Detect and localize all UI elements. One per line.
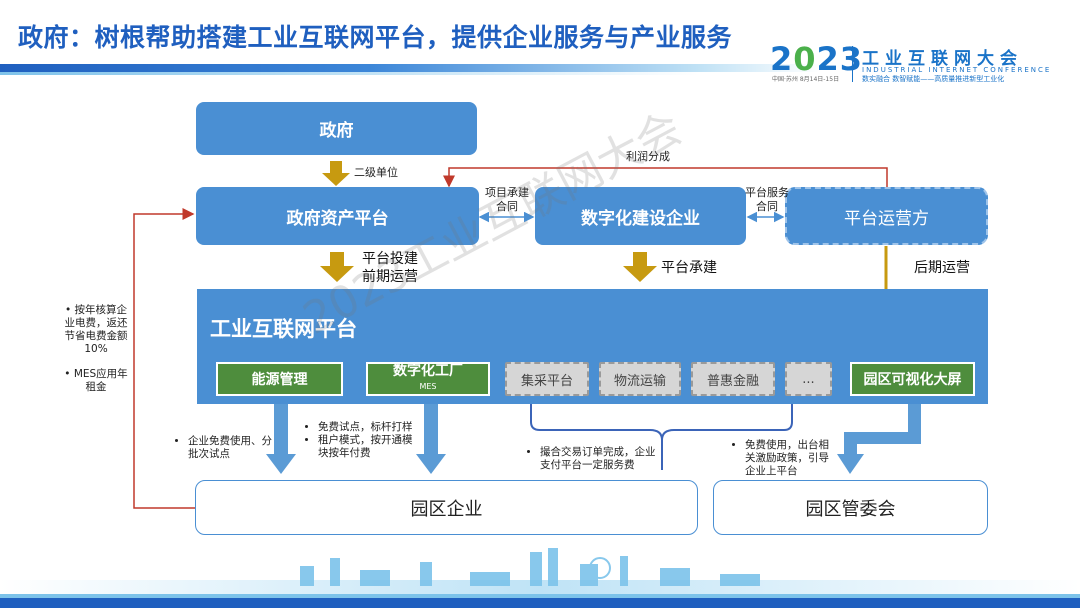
conference-logo-name: 工业互联网大会 [862,49,1023,69]
node-platform-operator: 平台运营方 [785,187,988,245]
label-profit-share: 利润分成 [626,150,670,163]
module-digital-factory-sub: MES [419,382,437,391]
arrow-builder-to-platform [623,252,657,282]
conference-logo-english: INDUSTRIAL INTERNET CONFERENCE [862,66,1052,74]
node-park-committee: 园区管委会 [713,480,988,535]
module-energy-management: 能源管理 [216,362,343,396]
arrow-gov-to-asset [322,161,350,186]
conference-location-date: 中国·苏州 8月14日-15日 [772,76,840,83]
label-platform-build: 平台承建 [661,260,717,276]
note-committee-item: 免费使用，出台相关激励政策，引导企业上平台 [745,439,833,478]
label-invest-build: 平台投建 前期运营 [362,251,418,285]
arrow-energy-to-enterprise [266,404,296,474]
profit-share-line [443,167,888,188]
node-government: 政府 [196,102,477,155]
module-logistics: 物流运输 [599,362,681,396]
title-underline-light [0,72,700,75]
module-inclusive-finance: 普惠金融 [691,362,775,396]
title-underline [0,64,820,72]
arrow-factory-to-enterprise [416,404,446,474]
note-factory-usage: 免费试点，标杆打样 租户模式，按开通模块按年付费 [306,421,422,460]
note-energy-item: 企业免费使用、分批次试点 [188,435,276,461]
module-digital-factory-label: 数字化工厂 [393,363,463,379]
note-trade-item: 撮合交易订单完成，企业支付平台一定服务费 [540,446,658,472]
footer-skyline [0,548,1080,608]
note-factory-item: 免费试点，标杆打样 [318,421,422,434]
label-project-contract: 项目承建 合同 [485,186,529,213]
node-gov-asset-platform: 政府资产平台 [196,187,479,245]
module-park-visual-screen: 园区可视化大屏 [850,362,975,396]
note-trade-fee: 撮合交易订单完成，企业支付平台一定服务费 [528,446,658,472]
module-digital-factory: 数字化工厂 MES [366,362,490,396]
node-park-enterprise: 园区企业 [195,480,698,535]
node-digital-builder: 数字化建设企业 [535,187,746,245]
enterprise-feedback-line [133,208,196,509]
conference-logo-year: 2023 [770,40,864,78]
label-later-operations: 后期运营 [914,260,970,276]
platform-title: 工业互联网平台 [210,317,357,341]
module-more: ... [785,362,832,396]
logo-separator [852,46,853,82]
label-service-contract: 平台服务 合同 [745,186,789,213]
note-committee-policy: 免费使用，出台相关激励政策，引导企业上平台 [733,439,833,478]
module-procurement: 集采平台 [505,362,589,396]
services-bracket [530,398,793,470]
note-left-item: • 按年核算企业电费，返还节省电费金额10% [64,304,128,355]
note-left-billing: • 按年核算企业电费，返还节省电费金额10% • MES应用年租金 [60,304,132,394]
arrow-asset-to-platform [320,252,354,282]
note-energy-usage: 企业免费使用、分批次试点 [176,435,276,461]
label-secondary-unit: 二级单位 [354,166,398,179]
note-factory-item: 租户模式，按开通模块按年付费 [318,434,422,460]
page-title: 政府：树根帮助搭建工业互联网平台，提供企业服务与产业服务 [18,23,733,52]
note-left-item: • MES应用年租金 [64,368,128,393]
conference-slogan: 数实融合 数智赋能——高质量推进新型工业化 [862,75,1005,83]
arrow-screen-to-committee [837,396,921,474]
